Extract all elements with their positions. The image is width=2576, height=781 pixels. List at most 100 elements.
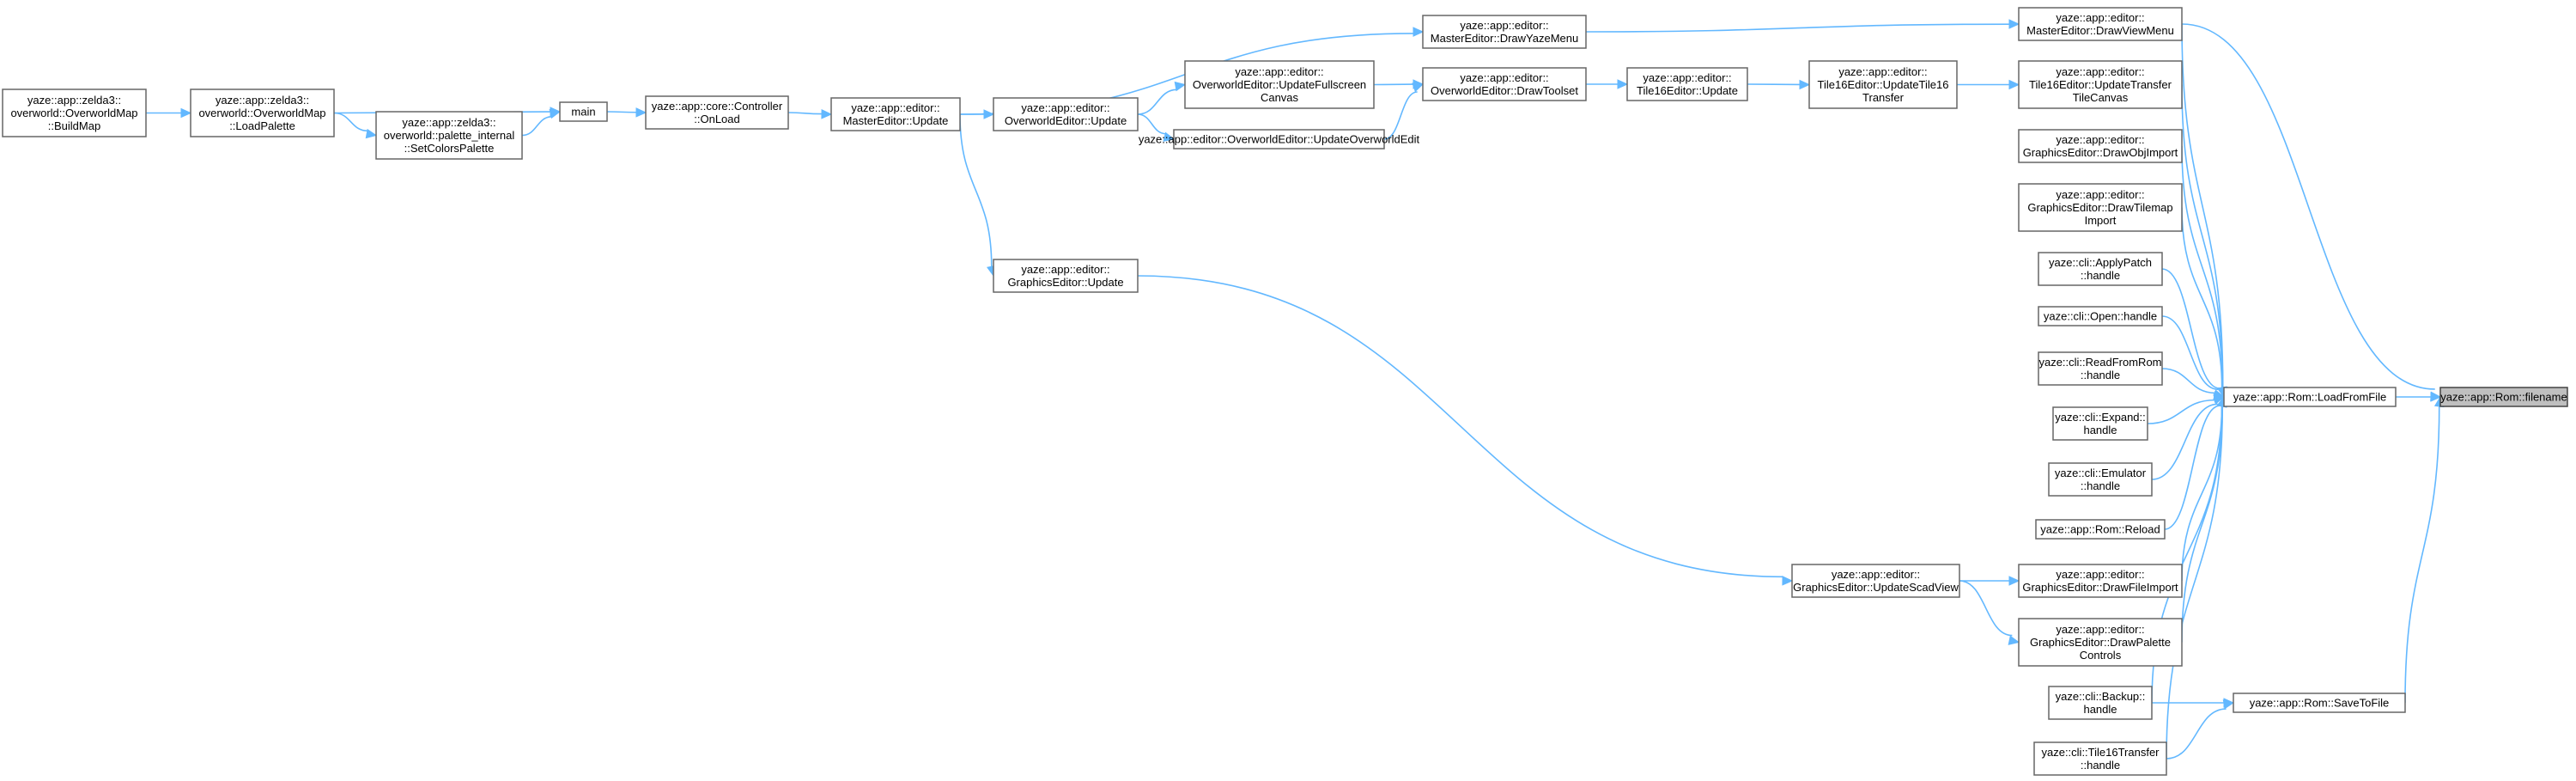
node-backup[interactable]: yaze::cli::Backup::handle [2048,686,2153,720]
node-masterupdate[interactable]: yaze::app::editor::MasterEditor::Update [830,97,961,131]
node-box [559,101,608,122]
node-label-line: yaze::app::editor:: [1021,263,1109,276]
node-expand[interactable]: yaze::cli::Expand::handle [2052,406,2148,441]
node-label-line: ::LoadPalette [229,119,295,132]
node-setcolorspalette[interactable]: yaze::app::zelda3::overworld::palette_in… [375,111,523,160]
node-label-line: GraphicsEditor::Update [1007,276,1123,289]
node-box [993,97,1139,131]
node-box [1791,564,1960,598]
node-tile16update[interactable]: yaze::app::editor::Tile16Editor::Update [1626,67,1748,101]
node-drawtoolset[interactable]: yaze::app::editor::OverworldEditor::Draw… [1422,67,1587,101]
edge-updatescadview-to-drawpalettecontrols [1959,580,2020,645]
node-label-line: GraphicsEditor::DrawObjImport [2023,146,2178,159]
node-label-line: yaze::cli::Emulator [2055,467,2147,479]
edge-masterupdate-to-graphicsupdate [959,113,997,278]
node-updatefullscreen[interactable]: yaze::app::editor::OverworldEditor::Upda… [1184,60,1375,109]
node-box [375,111,523,160]
node-label-line: yaze::app::editor:: [1838,65,1927,78]
node-box [1422,15,1587,49]
node-box [2,88,147,137]
node-label-line: yaze::app::editor:: [2056,133,2144,146]
edge-loadpalette-to-setcolorspalette [333,112,378,139]
node-filename[interactable]: yaze::app::Rom::filename [2439,387,2568,407]
edge-drawtoolset-to-tile16update [1586,79,1629,89]
node-box [2038,306,2163,326]
edge-reload-to-loadfromfile [2164,394,2226,530]
node-label-line: overworld::OverworldMap [10,107,137,119]
node-label-line: yaze::cli::ApplyPatch [2049,256,2152,269]
edge-backup-to-savetofile [2152,698,2235,708]
node-open[interactable]: yaze::cli::Open::handle [2038,306,2163,326]
node-box [645,95,789,130]
node-onload[interactable]: yaze::app::core::Controller::OnLoad [645,95,789,130]
node-label-line: ::handle [2081,479,2120,492]
node-box [2052,406,2148,441]
node-savetofile[interactable]: yaze::app::Rom::SaveToFile [2233,693,2406,713]
node-updateoverworldedit[interactable]: yaze::app::editor::OverworldEditor::Upda… [1139,129,1420,149]
node-updatescadview[interactable]: yaze::app::editor::GraphicsEditor::Updat… [1791,564,1960,598]
node-emulator[interactable]: yaze::cli::Emulator::handle [2048,462,2153,497]
node-buildmap[interactable]: yaze::app::zelda3::overworld::OverworldM… [2,88,147,137]
node-box [1184,60,1375,109]
node-box [2018,129,2183,163]
node-label-line: yaze::app::editor:: [1235,65,1323,78]
node-label-line: ::handle [2081,369,2120,381]
node-applypatch[interactable]: yaze::cli::ApplyPatch::handle [2038,252,2163,286]
node-label-line: yaze::cli::Tile16Transfer [2041,746,2160,759]
node-reload[interactable]: yaze::app::Rom::Reload [2035,519,2166,540]
node-label-line: Tile16Editor::UpdateTile16 [1818,78,1949,91]
node-label-line: GraphicsEditor::DrawFileImport [2022,581,2178,594]
node-drawfileimport[interactable]: yaze::app::editor::GraphicsEditor::DrawF… [2018,564,2183,598]
node-box [1808,60,1958,109]
node-box [830,97,961,131]
node-box [2048,462,2153,497]
node-box [993,259,1139,293]
node-updatetile16transfer[interactable]: yaze::app::editor::Tile16Editor::UpdateT… [1808,60,1958,109]
node-drawpalettecontrols[interactable]: yaze::app::editor::GraphicsEditor::DrawP… [2018,618,2183,667]
edge-updatescadview-to-drawfileimport [1959,576,2020,586]
node-drawtilemapimport[interactable]: yaze::app::editor::GraphicsEditor::DrawT… [2018,183,2183,232]
node-main[interactable]: main [559,101,608,122]
node-overworldupdate[interactable]: yaze::app::editor::OverworldEditor::Upda… [993,97,1139,131]
node-updatetransfer[interactable]: yaze::app::editor::Tile16Editor::UpdateT… [2018,60,2183,109]
node-label-line: yaze::app::editor::OverworldEditor::Upda… [1139,133,1420,146]
edge-drawyazemenu-to-drawviewmenu [1585,19,2020,33]
node-box [1173,129,1385,149]
node-label-line: main [571,106,595,119]
node-box [2018,618,2183,667]
node-label-line: GraphicsEditor::DrawTilemap [2027,201,2172,214]
node-box [2038,252,2163,286]
node-drawyazemenu[interactable]: yaze::app::editor::MasterEditor::DrawYaz… [1422,15,1587,49]
node-label-line: ::handle [2081,759,2120,772]
node-label-line: Tile16Editor::Update [1637,84,1738,97]
edge-drawviewmenu-to-filename [2181,23,2442,402]
node-drawobjimport[interactable]: yaze::app::editor::GraphicsEditor::DrawO… [2018,129,2183,163]
edge-updatetile16transfer-to-updatetransfer [1957,79,2020,90]
node-drawviewmenu[interactable]: yaze::app::editor::MasterEditor::DrawVie… [2018,7,2183,41]
node-label-line: Import [2085,214,2117,227]
node-label-line: MasterEditor::DrawYazeMenu [1431,32,1578,45]
node-label-line: yaze::cli::Backup:: [2056,690,2146,703]
node-box [2033,741,2167,776]
node-box [190,88,335,137]
nodes-layer: yaze::app::Rom::filenameyaze::app::Rom::… [2,7,2568,776]
node-label-line: TileCanvas [2073,91,2129,104]
edge-savetofile-to-filename [2404,395,2445,704]
node-readfromrom[interactable]: yaze::cli::ReadFromRom::handle [2038,351,2163,386]
node-label-line: yaze::app::Rom::filename [2440,391,2567,404]
node-box [1626,67,1748,101]
node-label-line: overworld::OverworldMap [198,107,325,119]
node-label-line: yaze::app::Rom::Reload [2040,523,2160,536]
node-box [2018,7,2183,41]
node-box [2048,686,2153,720]
node-loadfromfile[interactable]: yaze::app::Rom::LoadFromFile [2223,387,2397,407]
node-label-line: ::SetColorsPalette [404,142,495,155]
node-graphicsupdate[interactable]: yaze::app::editor::GraphicsEditor::Updat… [993,259,1139,293]
node-tile16transfer[interactable]: yaze::cli::Tile16Transfer::handle [2033,741,2167,776]
node-loadpalette[interactable]: yaze::app::zelda3::overworld::OverworldM… [190,88,335,137]
node-label-line: yaze::app::editor:: [1832,568,1920,581]
node-label-line: yaze::cli::Expand:: [2055,411,2146,424]
node-box [1422,67,1587,101]
node-box [2018,564,2183,598]
node-label-line: yaze::app::editor:: [2056,65,2144,78]
